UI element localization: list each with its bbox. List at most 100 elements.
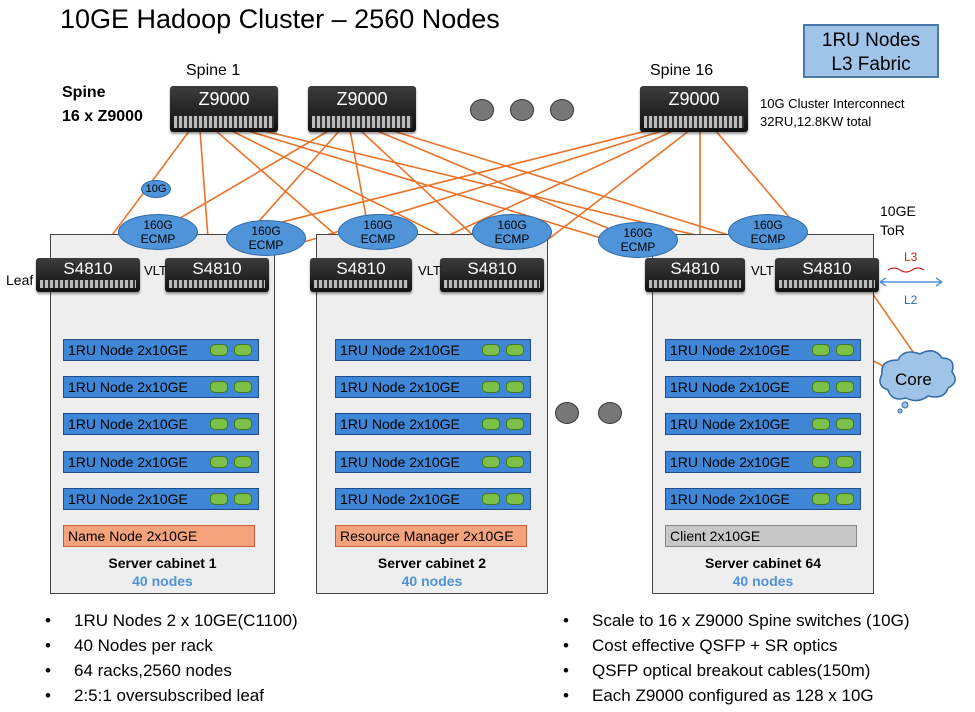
switch-model: S4810 (63, 259, 113, 278)
cabinet-count: 40 nodes (401, 573, 463, 589)
switch-model: S4810 (336, 259, 386, 278)
switch-model: Z9000 (198, 89, 250, 109)
leaf-switch[interactable]: S4810 (36, 258, 140, 292)
node-label: 1RU Node 2x10GE (340, 416, 460, 432)
leaf-switch[interactable]: S4810 (310, 258, 412, 292)
node-row[interactable]: 1RU Node 2x10GE (63, 339, 259, 361)
client-node[interactable]: Client 2x10GE (665, 525, 857, 547)
leaf-switch[interactable]: S4810 (440, 258, 544, 292)
ellipsis-dot (550, 99, 574, 121)
node-row[interactable]: 1RU Node 2x10GE (335, 413, 531, 435)
bullet-item: 2:5:1 oversubscribed leaf (40, 683, 298, 708)
bullet-item: 40 Nodes per rack (40, 633, 298, 658)
ecmp-label: ECMP (248, 238, 284, 252)
spine-heading-2: 16 x Z9000 (62, 108, 143, 125)
spine-switch-2[interactable]: Z9000 (308, 86, 416, 132)
ellipsis-dot (555, 402, 579, 424)
node-row[interactable]: 1RU Node 2x10GE (63, 376, 259, 398)
badge-line2: L3 Fabric (831, 54, 911, 75)
switch-model: Z9000 (668, 89, 720, 109)
ecmp-speed: 160G (623, 226, 653, 240)
node-row[interactable]: 1RU Node 2x10GE (63, 451, 259, 473)
node-row[interactable]: 1RU Node 2x10GE (335, 376, 531, 398)
cabinet-name: Server cabinet 2 (377, 555, 487, 571)
node-label: 1RU Node 2x10GE (670, 416, 790, 432)
vlt-label: VLT (144, 263, 167, 278)
node-label: 1RU Node 2x10GE (68, 491, 188, 507)
tor-label-2: ToR (880, 222, 905, 238)
node-row[interactable]: 1RU Node 2x10GE (665, 413, 861, 435)
node-label: 1RU Node 2x10GE (68, 342, 188, 358)
interconnect-note-2: 32RU,12.8KW total (760, 114, 872, 129)
switch-model: Z9000 (336, 89, 388, 109)
node-label: 1RU Node 2x10GE (68, 454, 188, 470)
ecmp-speed: 160G (497, 218, 527, 232)
core-cloud (879, 350, 956, 414)
cabinet-name: Server cabinet 1 (108, 555, 217, 571)
node-row[interactable]: 1RU Node 2x10GE (665, 339, 861, 361)
leaf-switch[interactable]: S4810 (775, 258, 879, 292)
switch-model: S4810 (467, 259, 517, 278)
node-label: 1RU Node 2x10GE (670, 491, 790, 507)
bullet-item: Cost effective QSFP + SR optics (558, 633, 910, 658)
vlt-label: VLT (751, 263, 774, 278)
ecmp-speed: 160G (363, 218, 393, 232)
ecmp-label: ECMP (360, 232, 396, 246)
node-row[interactable]: 1RU Node 2x10GE (665, 488, 861, 510)
server-cabinet-2: 1RU Node 2x10GE 1RU Node 2x10GE 1RU Node… (316, 234, 548, 594)
cabinet-count: 40 nodes (132, 573, 193, 589)
spine-switch-16[interactable]: Z9000 (640, 86, 748, 132)
node-label: 1RU Node 2x10GE (340, 379, 460, 395)
core-label: Core (895, 370, 932, 389)
node-label: 1RU Node 2x10GE (340, 342, 460, 358)
node-row[interactable]: 1RU Node 2x10GE (665, 451, 861, 473)
ecmp-label: ECMP (140, 232, 176, 246)
ecmp-speed: 160G (251, 224, 281, 238)
ellipsis-dot (598, 402, 622, 424)
l3-label: L3 (904, 250, 918, 264)
name-node[interactable]: Name Node 2x10GE (63, 525, 255, 547)
spine-heading-1: Spine (62, 84, 106, 101)
bullet-item: 1RU Nodes 2 x 10GE(C1100) (40, 608, 298, 633)
leaf-label: Leaf (6, 272, 34, 288)
ecmp-speed: 160G (753, 218, 783, 232)
node-label: 1RU Node 2x10GE (340, 491, 460, 507)
bullet-item: 64 racks,2560 nodes (40, 658, 298, 683)
switch-model: S4810 (670, 259, 720, 278)
server-cabinet-1: 1RU Node 2x10GE 1RU Node 2x10GE 1RU Node… (50, 234, 275, 594)
spine-last-label: Spine 16 (650, 62, 714, 79)
bullets-right: Scale to 16 x Z9000 Spine switches (10G)… (558, 608, 910, 708)
node-row[interactable]: 1RU Node 2x10GE (665, 376, 861, 398)
ellipsis-dot (510, 99, 534, 121)
ellipsis-dot (470, 99, 494, 121)
node-label: 1RU Node 2x10GE (670, 342, 790, 358)
server-cabinet-64: 1RU Node 2x10GE 1RU Node 2x10GE 1RU Node… (652, 234, 874, 594)
bullets-left: 1RU Nodes 2 x 10GE(C1100) 40 Nodes per r… (40, 608, 298, 708)
node-row[interactable]: 1RU Node 2x10GE (335, 488, 531, 510)
ecmp-speed: 160G (143, 218, 173, 232)
node-row[interactable]: 1RU Node 2x10GE (63, 413, 259, 435)
node-label: 1RU Node 2x10GE (670, 454, 790, 470)
interconnect-note-1: 10G Cluster Interconnect (760, 96, 905, 111)
spine-first-label: Spine 1 (186, 62, 241, 79)
bullet-item: Each Z9000 configured as 128 x 10G (558, 683, 910, 708)
ecmp-label: ECMP (750, 232, 786, 246)
ecmp-label: ECMP (620, 240, 656, 254)
fabric-badge: 1RU Nodes L3 Fabric (803, 24, 939, 78)
spine-switch-1[interactable]: Z9000 (170, 86, 278, 132)
resource-manager-node[interactable]: Resource Manager 2x10GE (335, 525, 527, 547)
tor-label-1: 10GE (880, 203, 916, 219)
leaf-switch[interactable]: S4810 (165, 258, 269, 292)
node-label: 1RU Node 2x10GE (670, 379, 790, 395)
link-10g-badge: 10G (141, 180, 171, 198)
l2-label: L2 (904, 293, 918, 307)
node-row[interactable]: 1RU Node 2x10GE (335, 339, 531, 361)
node-label: 1RU Node 2x10GE (68, 379, 188, 395)
ecmp-label: ECMP (494, 232, 530, 246)
node-row[interactable]: 1RU Node 2x10GE (335, 451, 531, 473)
node-row[interactable]: 1RU Node 2x10GE (63, 488, 259, 510)
leaf-switch[interactable]: S4810 (645, 258, 745, 292)
